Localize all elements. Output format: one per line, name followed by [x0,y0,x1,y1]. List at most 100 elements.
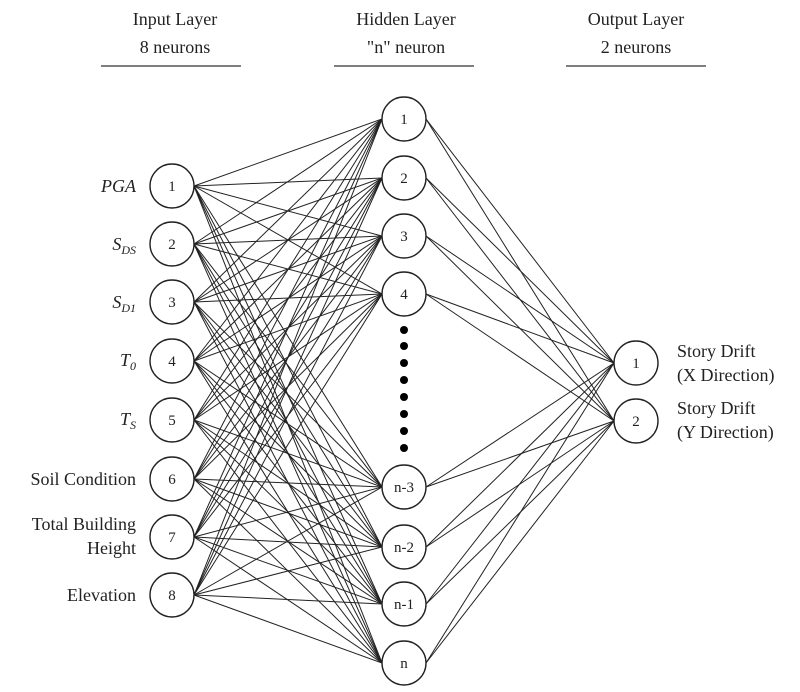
hidden-neuron-circle [381,581,427,627]
output-layer-header: Output Layer 2 neurons [566,9,706,67]
input-hidden-connection [193,118,383,596]
input-neuron-number: 5 [168,413,176,429]
input-hidden-connection [193,594,383,605]
ellipsis-dot [400,359,408,367]
output-neuron-circle [613,340,659,386]
input-hidden-connection [193,419,383,488]
input-label-sds: SDS [112,234,136,257]
hidden-output-connection [425,420,615,488]
input-hidden-connection [193,486,383,596]
hidden-neuron-circle [381,524,427,570]
input-hidden-connection [193,177,383,596]
output-layer-title: Output Layer [588,9,684,29]
hidden-neuron-number: 4 [400,287,408,303]
input-neuron: 4 [149,338,195,384]
hidden-output-connection [425,293,615,364]
input-neuron-circle [149,163,195,209]
input-hidden-connection [193,478,383,488]
input-label-soil-condition: Soil Condition [30,469,136,489]
hidden-neuron-circle [381,96,427,142]
input-hidden-connection [193,185,383,488]
input-hidden-connection [193,185,383,548]
input-hidden-connection [193,293,383,596]
ellipsis-dot [400,376,408,384]
hidden-output-connection [425,118,615,364]
output-neuron-number: 2 [632,414,640,430]
input-hidden-connection [193,118,383,480]
input-neuron-circle [149,338,195,384]
input-neuron: 1 [149,163,195,209]
input-neuron: 5 [149,397,195,443]
hidden-neuron: n [381,640,427,686]
input-neuron-circle [149,397,195,443]
input-hidden-connection [193,118,383,362]
input-neuron-circle [149,456,195,502]
input-hidden-connection [193,118,383,187]
input-hidden-connection [193,118,383,538]
hidden-neuron: 2 [381,155,427,201]
input-label-pga: PGA [100,176,137,196]
hidden-output-connection [425,293,615,422]
input-label-ts: TS [120,409,136,432]
hidden-output-connection [425,362,615,605]
hidden-neuron-circle [381,213,427,259]
hidden-ellipsis-dots [400,326,408,452]
hidden-output-connection [425,235,615,364]
hidden-output-connection [425,362,615,548]
output-label-2-line2: (Y Direction) [677,422,774,443]
hidden-output-connection [425,362,615,488]
input-neuron-number: 7 [168,530,176,546]
output-label-1-line2: (X Direction) [677,365,774,386]
output-label-1-line1: Story Drift [677,341,756,361]
output-label-2-line1: Story Drift [677,398,756,418]
input-neuron-circle [149,572,195,618]
input-label-total-building: Total Building [32,514,136,534]
hidden-output-connection [425,420,615,664]
input-neuron-circle [149,279,195,325]
input-hidden-connection [193,118,383,421]
hidden-output-connection [425,177,615,364]
input-neuron-circle [149,221,195,267]
input-hidden-connection [193,235,383,596]
input-hidden-connection [193,118,383,303]
ellipsis-dot [400,393,408,401]
ellipsis-dot [400,444,408,452]
input-neuron-circle [149,514,195,560]
hidden-neuron-number: n [400,656,408,672]
output-neuron: 1 [613,340,659,386]
input-neuron-number: 2 [168,237,176,253]
ellipsis-dot [400,427,408,435]
input-neuron-number: 3 [168,295,176,311]
input-hidden-connection [193,243,383,548]
hidden-neuron-number: 1 [400,112,408,128]
output-neuron-circle [613,398,659,444]
input-layer-header: Input Layer 8 neurons [101,9,241,67]
input-label-height: Height [87,538,136,558]
input-neuron: 3 [149,279,195,325]
hidden-neuron-circle [381,640,427,686]
hidden-neuron-number: n-2 [394,540,414,556]
ellipsis-dot [400,342,408,350]
hidden-neuron-number: 3 [400,229,408,245]
hidden-neuron-circle [381,271,427,317]
input-neuron: 2 [149,221,195,267]
input-neuron: 8 [149,572,195,618]
hidden-layer-subtitle: "n" neuron [367,37,445,57]
hidden-neuron: 1 [381,96,427,142]
hidden-neuron-number: n-3 [394,480,414,496]
input-hidden-connection [193,486,383,538]
hidden-neuron-circle [381,464,427,510]
hidden-neuron: 3 [381,213,427,259]
ellipsis-dot [400,410,408,418]
ellipsis-dot [400,326,408,334]
output-neuron-number: 1 [632,356,640,372]
hidden-output-connections [425,118,615,664]
input-hidden-connections [193,118,383,664]
input-neuron-number: 8 [168,588,176,604]
input-label-elevation: Elevation [67,585,136,605]
hidden-neuron: 4 [381,271,427,317]
hidden-neuron: n-1 [381,581,427,627]
input-neuron: 6 [149,456,195,502]
hidden-neuron: n-3 [381,464,427,510]
